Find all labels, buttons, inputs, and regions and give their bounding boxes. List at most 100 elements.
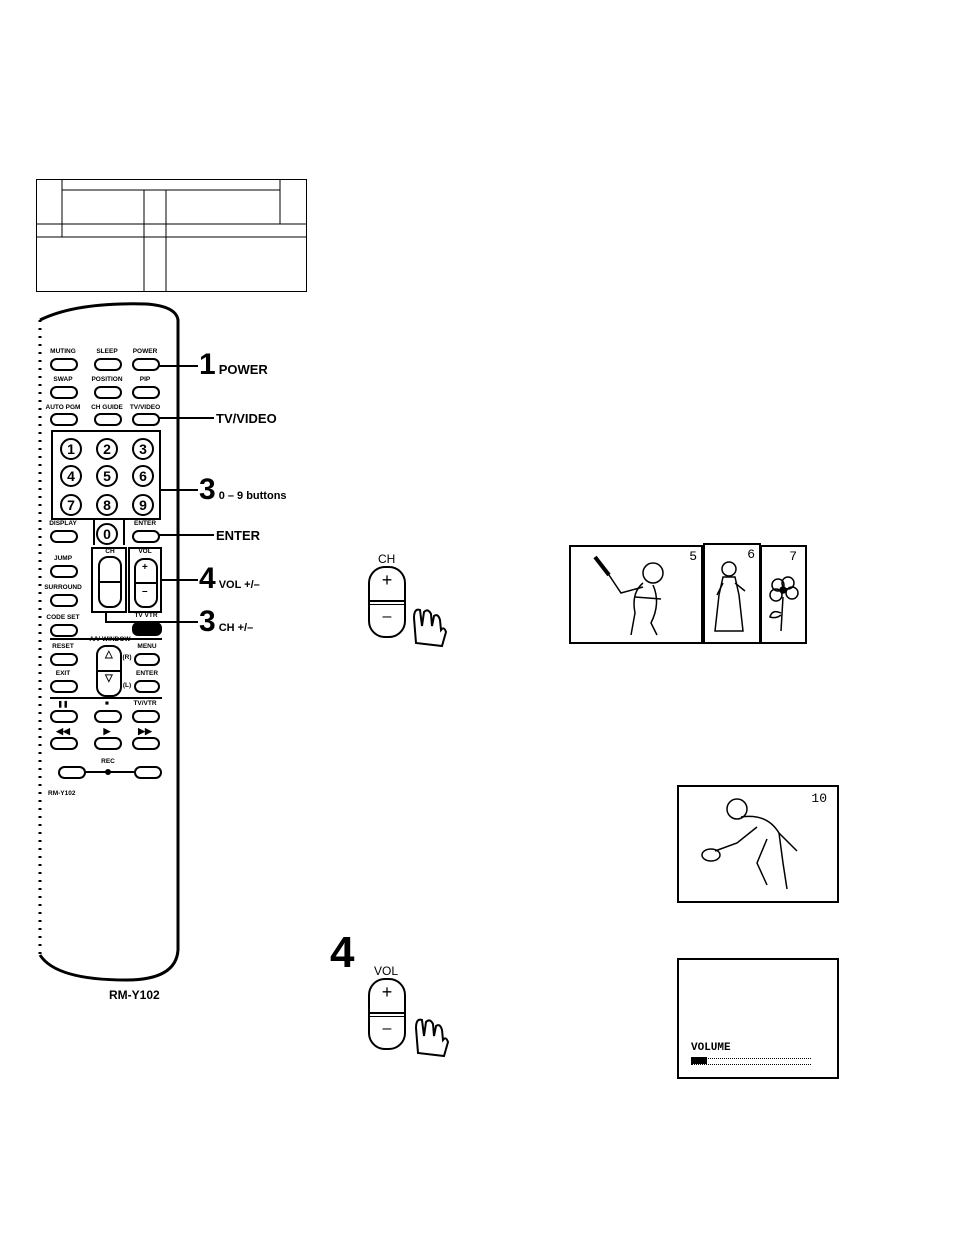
pip-button[interactable] [132, 386, 160, 399]
reset-button[interactable] [50, 653, 78, 666]
vol-minus-sign: – [382, 1020, 392, 1037]
remote-model-small: RM-Y102 [48, 790, 76, 797]
muting-button[interactable] [50, 358, 78, 371]
code-set-button[interactable] [50, 624, 78, 637]
pause-button[interactable] [50, 710, 78, 723]
reset-label: RESET [52, 643, 74, 650]
empty-table [36, 179, 307, 292]
tv-video-button[interactable] [132, 413, 160, 426]
display-label: DISPLAY [49, 520, 77, 527]
power-button[interactable] [132, 358, 160, 371]
ch-illustration-rocker: + – [368, 566, 406, 638]
step-4-number: 4 [330, 928, 355, 977]
rec-right-button[interactable] [134, 766, 162, 779]
digit-0-button[interactable]: 0 [96, 523, 118, 545]
av-window-label: A/V WINDOW [89, 636, 131, 643]
callout-tv-video: TV/VIDEO [216, 411, 277, 426]
play-icon: ▶ [103, 726, 111, 736]
vol-label: VOL [138, 548, 152, 555]
r-label: (R) [122, 654, 132, 661]
menu-button[interactable] [134, 653, 160, 666]
ch-minus-sign: – [382, 608, 392, 625]
remote-model-caption: RM-Y102 [109, 988, 160, 1002]
exit-button[interactable] [50, 680, 78, 693]
muting-label: MUTING [50, 348, 76, 355]
stop-button[interactable] [94, 710, 122, 723]
enter2-button[interactable] [134, 680, 160, 693]
vol-illustration-label: VOL [374, 964, 399, 978]
tv-screen-ch6: 6 [703, 543, 761, 644]
tv-screen-ch7: 7 [760, 545, 807, 644]
callout-enter: ENTER [216, 528, 261, 543]
ch-illustration-label: CH [378, 552, 396, 566]
tv-vtr-switch[interactable] [132, 622, 162, 636]
power-label: POWER [132, 348, 158, 355]
jump-button[interactable] [50, 565, 78, 578]
pointing-hand-icon [412, 608, 448, 648]
rewind-button[interactable] [50, 737, 78, 750]
channel-number: 6 [747, 547, 755, 562]
surround-label: SURROUND [44, 584, 82, 591]
code-set-label: CODE SET [46, 614, 80, 621]
woman-figure-image [714, 561, 746, 632]
pip-label: PIP [139, 376, 151, 383]
sleep-button[interactable] [94, 358, 122, 371]
jump-label: JUMP [53, 555, 73, 562]
digit-1-button[interactable]: 1 [60, 438, 82, 460]
rewind-icon: ◀◀ [56, 726, 70, 736]
remote-body [38, 302, 214, 982]
tv-vtr-button[interactable] [132, 710, 160, 723]
swap-button[interactable] [50, 386, 78, 399]
digit-4-button[interactable]: 4 [60, 465, 82, 487]
digit-3-button[interactable]: 3 [132, 438, 154, 460]
baseball-batter-image [593, 555, 664, 636]
pointing-hand-icon [414, 1018, 450, 1058]
auto-pgm-label: AUTO PGM [45, 404, 81, 411]
channel-number: 7 [789, 549, 797, 564]
position-button[interactable] [94, 386, 122, 399]
display-button[interactable] [50, 530, 78, 543]
play-button[interactable] [94, 737, 122, 750]
av-window-rocker-button[interactable]: △ ▽ [96, 645, 122, 697]
rec-left-button[interactable] [58, 766, 86, 779]
enter-label: ENTER [133, 520, 157, 527]
position-label: POSITION [91, 376, 123, 383]
ch-guide-button[interactable] [94, 413, 122, 426]
auto-pgm-button[interactable] [50, 413, 78, 426]
digit-7-button[interactable]: 7 [60, 494, 82, 516]
remote-panel: MUTING SLEEP POWER SWAP POSITION PIP AUT… [36, 300, 298, 1000]
pause-icon: ❚❚ [57, 701, 69, 708]
digit-6-button[interactable]: 6 [132, 465, 154, 487]
football-player-image [701, 798, 798, 890]
digit-8-button[interactable]: 8 [96, 494, 118, 516]
triangle-down-icon: ▽ [105, 673, 113, 684]
stop-icon: ■ [105, 700, 109, 707]
channel-number: 10 [811, 791, 827, 806]
tv-screen-volume: VOLUME [677, 958, 839, 1079]
tv-vtr-switch-label: TV VTR [134, 612, 158, 619]
menu-label: MENU [137, 643, 157, 650]
tv-screen-ch10: 10 [677, 785, 839, 903]
ch-plus-sign: + [381, 570, 393, 590]
enter-button[interactable] [132, 530, 160, 543]
flower-image [769, 576, 799, 632]
vol-rocker-button[interactable]: + – [134, 558, 158, 608]
vol-illustration-rocker: + – [368, 978, 406, 1050]
tv-screen-ch5: 5 [569, 545, 703, 644]
sleep-label: SLEEP [96, 348, 118, 355]
fast-forward-button[interactable] [132, 737, 160, 750]
digit-5-button[interactable]: 5 [96, 465, 118, 487]
vol-plus-sign: + [381, 982, 393, 1002]
vol-illustration: VOL + – [360, 962, 460, 1062]
surround-button[interactable] [50, 594, 78, 607]
digit-9-button[interactable]: 9 [132, 494, 154, 516]
ch-rocker-button[interactable] [98, 556, 122, 608]
volume-bar-track [691, 1058, 811, 1065]
tv-vtr-label: TV/VTR [133, 700, 157, 707]
digit-2-button[interactable]: 2 [96, 438, 118, 460]
triangle-up-icon: △ [105, 649, 113, 660]
channel-number: 5 [689, 549, 697, 564]
